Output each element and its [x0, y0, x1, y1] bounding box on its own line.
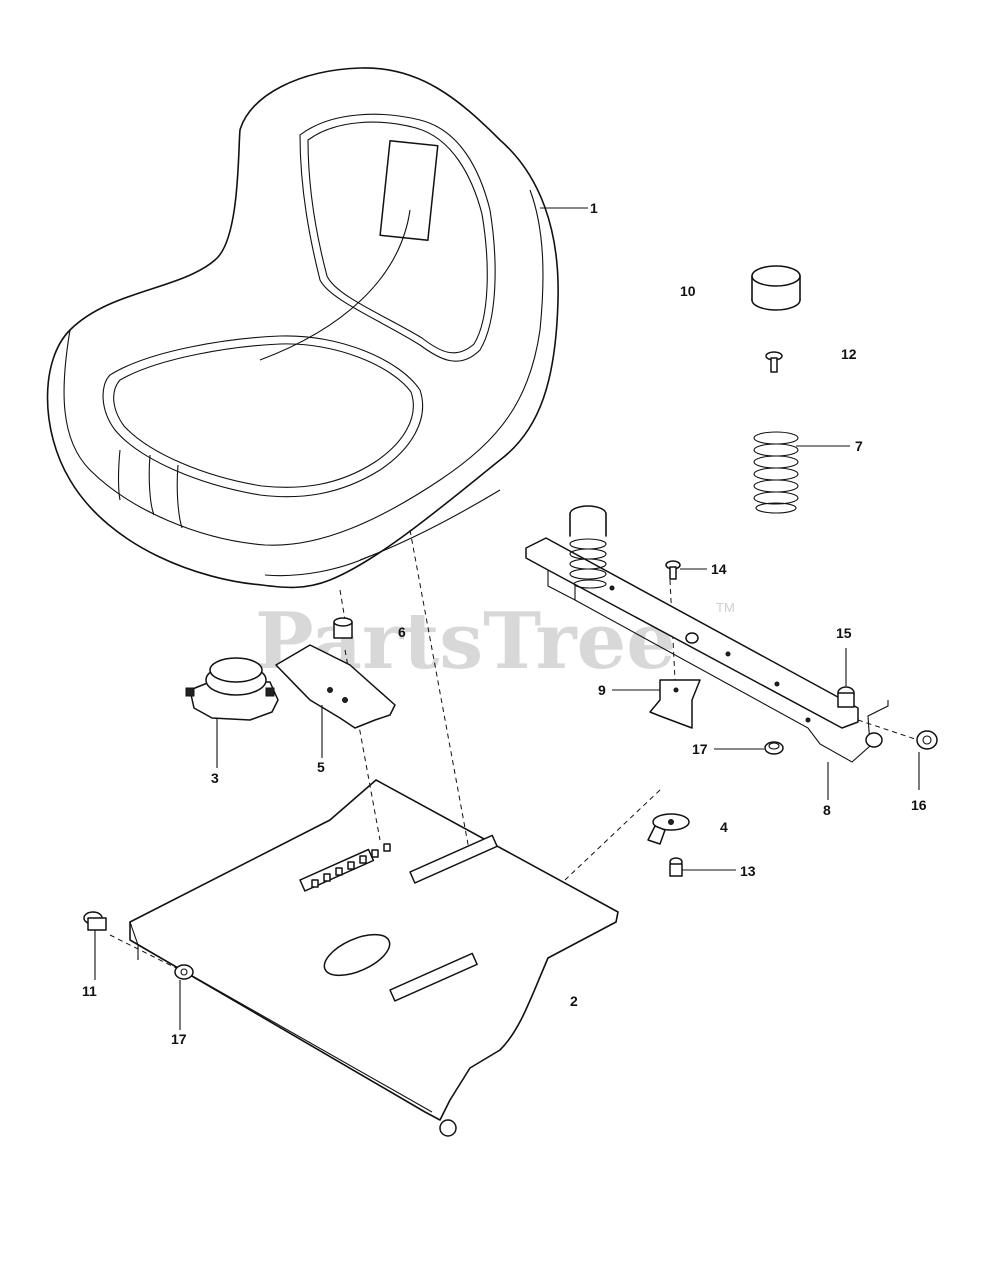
leader-lines: [94, 207, 920, 1030]
label-13: 13: [740, 863, 756, 879]
label-15: 15: [836, 625, 852, 641]
screw-12-part[interactable]: [765, 351, 783, 373]
label-16: 16: [911, 797, 927, 813]
seat-plate-part[interactable]: [129, 779, 619, 1137]
label-4: 4: [720, 819, 728, 835]
watermark-trademark: TM: [716, 600, 735, 615]
label-17a: 17: [692, 741, 708, 757]
nut-16-part[interactable]: [916, 730, 938, 750]
nut-17a-part[interactable]: [764, 741, 784, 755]
label-5: 5: [317, 759, 325, 775]
label-17b: 17: [171, 1031, 187, 1047]
bracket-small-part[interactable]: [647, 813, 690, 845]
bolt-13-part[interactable]: [669, 857, 683, 877]
seat-part[interactable]: [46, 67, 559, 589]
spring-part[interactable]: [753, 431, 799, 514]
bolt-15-part[interactable]: [837, 686, 855, 708]
label-2: 2: [570, 993, 578, 1009]
switch-bracket-part[interactable]: [275, 644, 396, 758]
label-7: 7: [855, 438, 863, 454]
label-11: 11: [82, 983, 97, 999]
label-14: 14: [711, 561, 727, 577]
callout-labels: 1 2 3 4 5 6 7 8 9 10 11 12 13 14 15 16 1…: [82, 200, 927, 1047]
label-10: 10: [680, 283, 696, 299]
label-8: 8: [823, 802, 831, 818]
seat-rail-part[interactable]: [525, 505, 889, 763]
label-3: 3: [211, 770, 219, 786]
label-9: 9: [598, 682, 606, 698]
bracket-9-part[interactable]: [649, 679, 701, 729]
label-1: 1: [590, 200, 598, 216]
label-12: 12: [841, 346, 857, 362]
slot-row: [311, 843, 391, 888]
nut-6-part[interactable]: [333, 617, 353, 639]
bolt-11-part[interactable]: [83, 911, 107, 931]
hardware-parts: [83, 560, 938, 980]
bumper-part[interactable]: [751, 265, 801, 311]
seat-switch-part[interactable]: [185, 657, 279, 768]
nut-17b-part[interactable]: [174, 964, 194, 980]
screw-14-part[interactable]: [665, 560, 681, 580]
label-6: 6: [398, 624, 406, 640]
